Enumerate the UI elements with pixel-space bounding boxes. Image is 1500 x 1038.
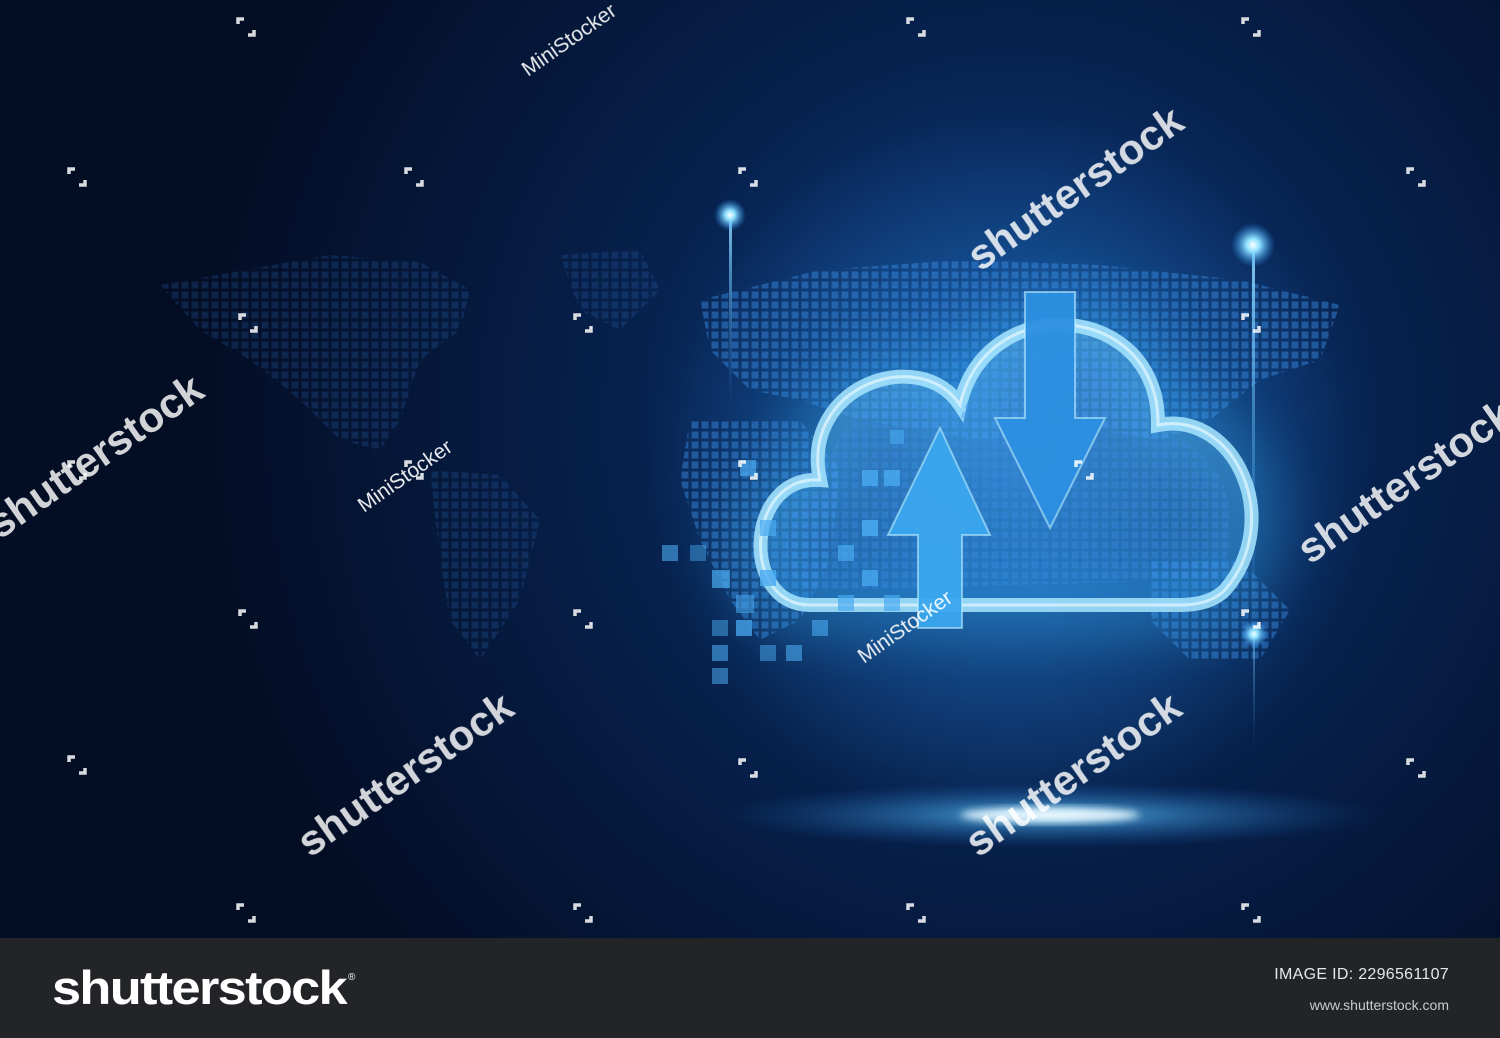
upload-arrow-icon bbox=[886, 425, 992, 629]
download-arrow-icon bbox=[993, 291, 1107, 531]
site-url: www.shutterstock.com bbox=[1309, 997, 1449, 1013]
svg-text:®: ® bbox=[348, 972, 356, 983]
illustration: shutterstock shutterstock shutterstock s… bbox=[0, 0, 1500, 938]
logo-text: shutterstock bbox=[52, 961, 349, 1014]
watermark-grid bbox=[67, 17, 1426, 923]
footer-bar bbox=[0, 938, 1500, 1038]
light-beams bbox=[714, 199, 1275, 750]
image-id: IMAGE ID: 2296561107 bbox=[1274, 966, 1449, 983]
pixel-fragments bbox=[662, 430, 904, 684]
shutterstock-logo: shutterstock ® bbox=[52, 961, 356, 1014]
